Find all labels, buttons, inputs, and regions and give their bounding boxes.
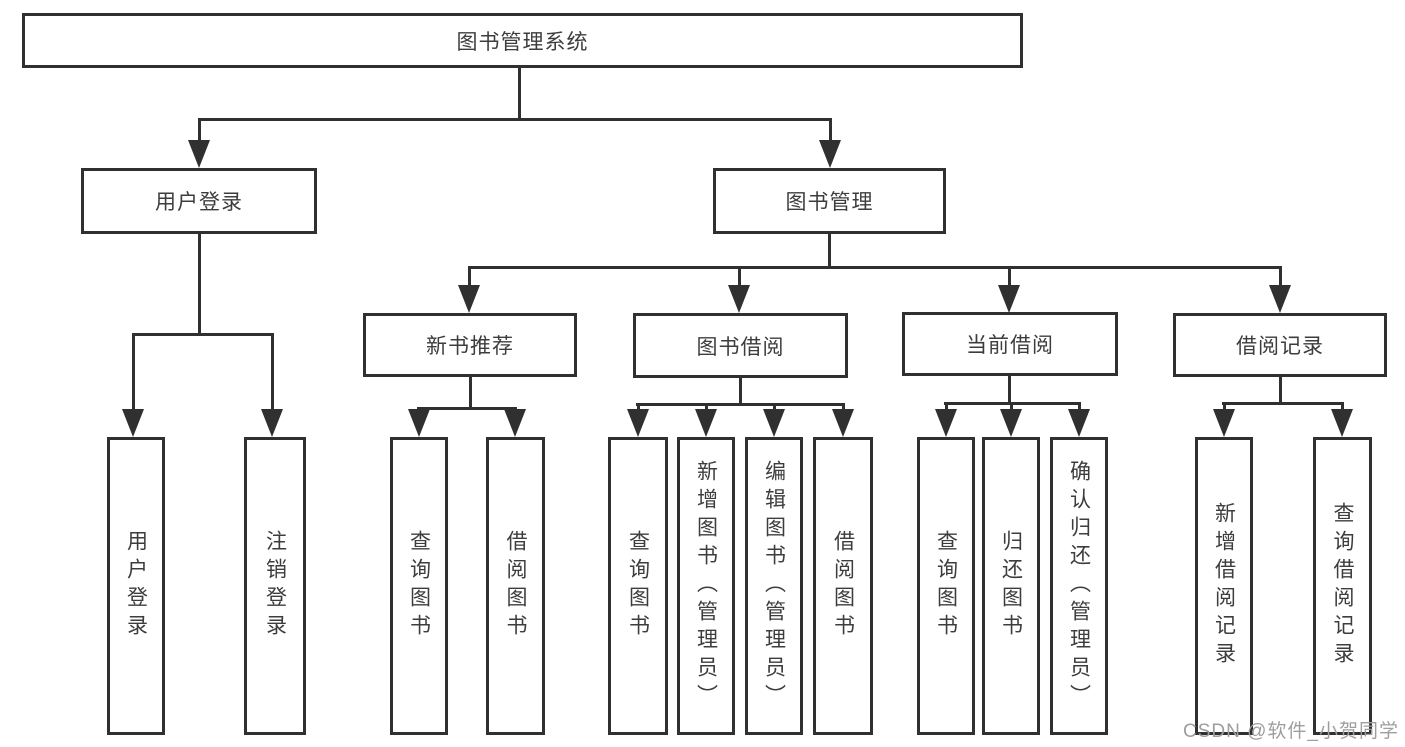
arrowhead-down-icon <box>1331 409 1353 437</box>
connector-line <box>1223 402 1226 413</box>
arrowhead-down-icon <box>819 140 841 168</box>
arrowhead-down-icon <box>261 409 283 437</box>
arrowhead-down-icon <box>728 285 750 313</box>
node-label: 当前借阅 <box>966 334 1054 357</box>
node-label: 借阅记录 <box>1236 335 1324 358</box>
arrowhead-down-icon <box>1068 409 1090 437</box>
arrowhead-down-icon <box>1000 409 1022 437</box>
leaf-query-borrow-record: 查询借阅记录 <box>1313 437 1372 735</box>
node-new-book-recommend: 新书推荐 <box>363 313 577 377</box>
arrowhead-down-icon <box>122 409 144 437</box>
connector-line <box>469 376 472 410</box>
connector-line <box>945 402 948 413</box>
connector-line <box>271 333 274 413</box>
leaf-label: 确认归还（管理员） <box>1067 460 1091 712</box>
connector-line <box>636 403 845 406</box>
node-label: 图书管理 <box>785 191 874 214</box>
node-label: 图书借阅 <box>696 335 785 359</box>
leaf-query-book-recommend: 查询图书 <box>390 437 448 735</box>
connector-line <box>1341 402 1344 413</box>
leaf-borrow-book-borrowing: 借阅图书 <box>813 437 873 735</box>
connector-line <box>637 403 640 413</box>
connector-line <box>1279 376 1282 405</box>
leaf-label: 归还图书 <box>999 530 1023 642</box>
leaf-query-book-borrowing: 查询图书 <box>608 437 668 735</box>
node-current-borrowing: 当前借阅 <box>902 312 1118 376</box>
connector-line <box>198 233 201 336</box>
leaf-label: 查询图书 <box>934 530 958 642</box>
connector-line <box>1010 402 1013 413</box>
leaf-borrow-book-recommend: 借阅图书 <box>486 437 545 735</box>
arrowhead-down-icon <box>1269 285 1291 313</box>
leaf-label: 新增图书（管理员） <box>694 460 718 712</box>
arrowhead-down-icon <box>458 285 480 313</box>
node-borrow-records: 借阅记录 <box>1173 313 1387 377</box>
leaf-label: 借阅图书 <box>831 530 855 642</box>
connector-line <box>705 403 708 413</box>
arrowhead-down-icon <box>1213 409 1235 437</box>
node-book-management: 图书管理 <box>713 168 946 234</box>
connector-line <box>1008 376 1011 405</box>
leaf-return-book: 归还图书 <box>982 437 1040 735</box>
node-label: 用户登录 <box>155 191 243 214</box>
leaf-label: 查询图书 <box>626 530 650 642</box>
connector-line <box>417 407 516 410</box>
arrowhead-down-icon <box>408 409 430 437</box>
leaf-logout: 注销登录 <box>244 437 306 735</box>
leaf-label: 查询图书 <box>407 530 431 642</box>
csdn-watermark: CSDN @软件_小贺同学 <box>1183 721 1399 742</box>
connector-line <box>842 403 845 413</box>
node-user-login: 用户登录 <box>81 168 317 234</box>
node-book-borrowing: 图书借阅 <box>633 313 848 378</box>
connector-line <box>829 118 832 144</box>
connector-line <box>198 118 201 144</box>
arrowhead-down-icon <box>695 409 717 437</box>
leaf-add-borrow-record: 新增借阅记录 <box>1195 437 1253 735</box>
connector-line <box>738 266 741 290</box>
connector-line <box>1078 402 1081 413</box>
node-label: 新书推荐 <box>426 335 514 358</box>
connector-line <box>739 377 742 406</box>
connector-line <box>1279 266 1282 290</box>
connector-line <box>518 67 521 119</box>
connector-line <box>1008 266 1011 290</box>
leaf-label: 用户登录 <box>124 530 148 642</box>
leaf-label: 编辑图书（管理员） <box>762 460 786 712</box>
leaf-confirm-return-admin: 确认归还（管理员） <box>1050 437 1108 735</box>
node-root-library-system: 图书管理系统 <box>22 13 1023 68</box>
arrowhead-down-icon <box>935 409 957 437</box>
connector-line <box>132 333 274 336</box>
connector-line <box>468 266 1282 269</box>
connector-line <box>468 266 471 290</box>
leaf-label: 注销登录 <box>263 530 287 642</box>
connector-line <box>132 333 135 413</box>
node-label: 图书管理系统 <box>456 30 589 54</box>
arrowhead-down-icon <box>763 409 785 437</box>
arrowhead-down-icon <box>504 409 526 437</box>
arrowhead-down-icon <box>627 409 649 437</box>
leaf-edit-book-admin: 编辑图书（管理员） <box>745 437 803 735</box>
arrowhead-down-icon <box>832 409 854 437</box>
arrowhead-down-icon <box>188 140 210 168</box>
leaf-label: 借阅图书 <box>504 530 527 642</box>
leaf-user-login: 用户登录 <box>107 437 165 735</box>
connector-line <box>198 118 832 121</box>
leaf-label: 查询借阅记录 <box>1331 502 1354 670</box>
leaf-add-book-admin: 新增图书（管理员） <box>677 437 735 735</box>
connector-line <box>773 403 776 413</box>
leaf-query-book-current: 查询图书 <box>917 437 975 735</box>
arrowhead-down-icon <box>998 285 1020 313</box>
connector-line <box>828 233 831 269</box>
connector-line <box>1222 402 1343 405</box>
leaf-label: 新增借阅记录 <box>1212 502 1236 670</box>
